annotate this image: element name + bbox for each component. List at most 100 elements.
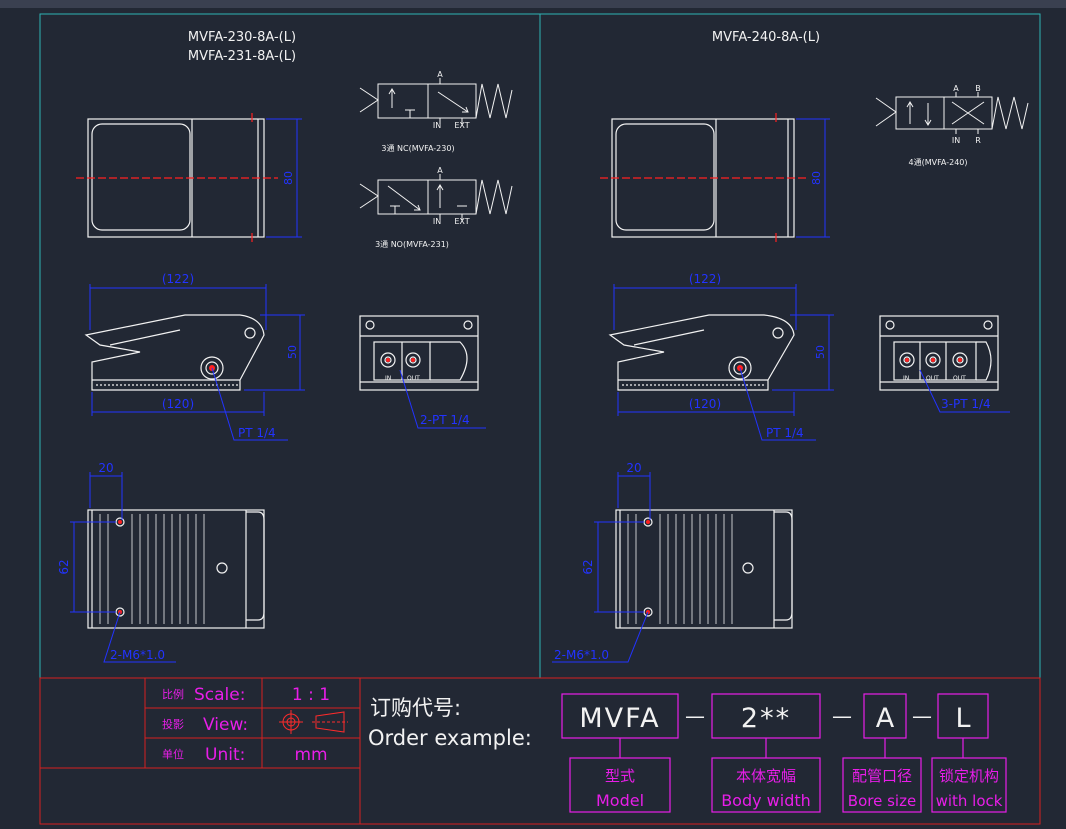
code-bore: A bbox=[876, 703, 895, 734]
right-port-note-bottom: PT 1/4 bbox=[766, 426, 804, 440]
right-title: MVFA-240-8A-(L) bbox=[712, 30, 820, 45]
scale-cn: 比例 bbox=[162, 687, 184, 701]
first-angle-projection-icon bbox=[279, 710, 348, 734]
order-example: 订购代号: Order example: MVFA 2** A L — — — … bbox=[368, 693, 1007, 813]
right-back-label-in: IN bbox=[903, 375, 909, 382]
order-heading-cn: 订购代号: bbox=[370, 696, 461, 720]
right-dim-120: (120) bbox=[689, 397, 721, 411]
unit-value: mm bbox=[294, 745, 327, 765]
right-symbol-4way bbox=[875, 92, 1029, 134]
left-port-note-back: 2-PT 1/4 bbox=[420, 413, 470, 427]
sym1-port-a: A bbox=[437, 70, 443, 79]
right-back-out2-dot bbox=[958, 358, 962, 362]
title-block-border bbox=[39, 677, 1041, 825]
desc-bore-en: Bore size bbox=[848, 792, 916, 810]
left-dim-80 bbox=[266, 118, 302, 238]
left-dim-80-label: 80 bbox=[282, 171, 295, 185]
left-mount-hole-top bbox=[118, 520, 122, 524]
right-mount-note: 2-M6*1.0 bbox=[554, 648, 609, 662]
unit-label: Unit: bbox=[205, 745, 245, 765]
right-dim-50: 50 bbox=[814, 345, 827, 359]
right-back-label-out2: OUT bbox=[953, 375, 966, 382]
sym1-port-in: IN bbox=[433, 121, 441, 130]
right-top-view bbox=[600, 113, 806, 242]
right-back-in-dot bbox=[905, 358, 909, 362]
left-back-label-out: OUT bbox=[407, 375, 420, 382]
right-back-leader bbox=[919, 369, 1010, 413]
left-pedal-cover bbox=[91, 123, 191, 231]
desc-width-en: Body width bbox=[721, 791, 811, 810]
desc-width-cn: 本体宽幅 bbox=[736, 767, 796, 785]
left-top-view bbox=[76, 113, 278, 242]
sym3-port-in: IN bbox=[952, 136, 960, 145]
separator-2: — bbox=[832, 704, 852, 728]
code-lock: L bbox=[955, 703, 970, 734]
left-symbol-no bbox=[359, 174, 513, 220]
desc-box-lock bbox=[931, 757, 1007, 813]
sym3-port-r: R bbox=[975, 136, 981, 145]
left-view: MVFA-230-8A-(L) MVFA-231-8A-(L) 80 bbox=[57, 30, 513, 663]
right-back-label-out1: OUT bbox=[926, 375, 939, 382]
code-width: 2** bbox=[741, 703, 791, 734]
left-back-leader bbox=[399, 369, 486, 429]
order-boxes bbox=[561, 693, 1007, 813]
right-dim-62: 62 bbox=[581, 559, 595, 574]
separator-1: — bbox=[685, 704, 705, 728]
sym3-port-b: B bbox=[975, 84, 981, 93]
right-back-out1-dot bbox=[931, 358, 935, 362]
right-mount-hole-top bbox=[646, 520, 650, 524]
right-bottom-view bbox=[615, 509, 793, 629]
sym1-caption: 3通 NC(MVFA-230) bbox=[381, 143, 454, 153]
left-side-dims bbox=[89, 284, 305, 441]
view-cn: 投影 bbox=[162, 717, 184, 731]
left-dim-120: (120) bbox=[162, 397, 194, 411]
right-bottom-dims bbox=[552, 472, 651, 663]
left-symbol-nc bbox=[359, 78, 513, 124]
right-dim-80 bbox=[796, 118, 830, 238]
sym2-caption: 3通 NO(MVFA-231) bbox=[375, 239, 449, 249]
sym2-port-a: A bbox=[437, 166, 443, 175]
left-port-note-bottom: PT 1/4 bbox=[238, 426, 276, 440]
desc-box-model bbox=[569, 757, 671, 813]
left-title-line1: MVFA-230-8A-(L) bbox=[188, 30, 296, 45]
left-title-line2: MVFA-231-8A-(L) bbox=[188, 49, 296, 64]
left-side-view bbox=[84, 314, 265, 391]
left-back-label-in: IN bbox=[385, 375, 391, 382]
desc-model-en: Model bbox=[596, 791, 644, 810]
desc-lock-en: with lock bbox=[936, 792, 1003, 810]
right-side-dims bbox=[613, 284, 834, 441]
right-dim-122: (122) bbox=[689, 272, 721, 286]
left-bottom-view bbox=[87, 509, 265, 629]
left-dim-62: 62 bbox=[57, 559, 71, 574]
drawing-frame bbox=[39, 13, 1041, 679]
top-toolbar-strip bbox=[0, 0, 1066, 8]
sym3-port-a: A bbox=[953, 84, 959, 93]
title-block-labels: 比例 Scale: 1 : 1 投影 View: 单位 Unit: mm bbox=[162, 685, 348, 765]
right-port-note-back: 3-PT 1/4 bbox=[941, 397, 991, 411]
desc-box-width bbox=[711, 757, 821, 813]
sym2-port-ext: EXT bbox=[454, 217, 469, 226]
sym1-port-ext: EXT bbox=[454, 121, 469, 130]
right-view: MVFA-240-8A-(L) 80 A bbox=[552, 30, 1029, 663]
left-back-out-dot bbox=[411, 358, 415, 362]
right-dim-20: 20 bbox=[626, 461, 641, 475]
order-heading-en: Order example: bbox=[368, 726, 532, 750]
scale-label: Scale: bbox=[194, 685, 245, 705]
view-label: View: bbox=[203, 715, 248, 735]
left-dim-50: 50 bbox=[286, 345, 299, 359]
left-mount-note: 2-M6*1.0 bbox=[110, 648, 165, 662]
left-bottom-dims bbox=[70, 472, 176, 663]
sym2-port-in: IN bbox=[433, 217, 441, 226]
right-dim-80-label: 80 bbox=[810, 171, 823, 185]
desc-model-cn: 型式 bbox=[605, 767, 635, 785]
right-back-view bbox=[879, 315, 999, 391]
left-dim-20: 20 bbox=[98, 461, 113, 475]
title-block bbox=[39, 677, 1041, 825]
right-side-view bbox=[608, 314, 795, 391]
sym3-caption: 4通(MVFA-240) bbox=[908, 157, 967, 167]
desc-bore-cn: 配管口径 bbox=[852, 767, 912, 785]
code-model: MVFA bbox=[579, 703, 660, 734]
left-back-view bbox=[359, 315, 479, 391]
desc-box-bore bbox=[842, 757, 922, 813]
